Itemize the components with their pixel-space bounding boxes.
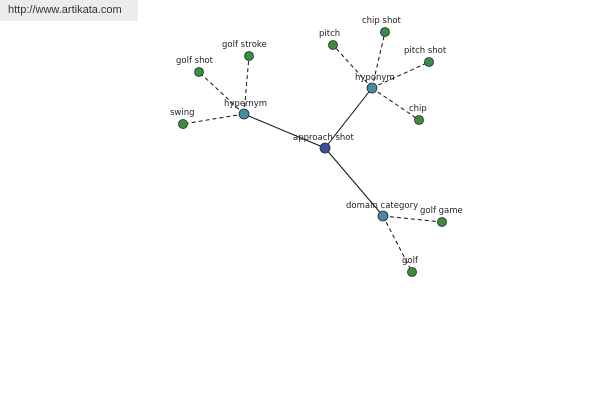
word-label-chip-shot: chip shot bbox=[362, 16, 402, 26]
nodes bbox=[178, 27, 447, 277]
word-label-golf: golf bbox=[402, 256, 419, 266]
word-label-golf-stroke: golf stroke bbox=[222, 40, 267, 50]
edge-center-hyponym bbox=[324, 87, 373, 149]
word-node-golf-game[interactable] bbox=[437, 217, 447, 227]
edge-hypernym-swing bbox=[182, 113, 245, 125]
edge-domain-category-golf bbox=[382, 215, 413, 273]
relation-node-hyponym[interactable] bbox=[366, 82, 378, 94]
edge-center-domain-category bbox=[324, 147, 384, 217]
center-node[interactable] bbox=[319, 142, 331, 154]
relation-node-hypernym[interactable] bbox=[238, 108, 250, 120]
word-node-chip-shot[interactable] bbox=[380, 27, 390, 37]
edges bbox=[182, 31, 443, 273]
word-node-golf-stroke[interactable] bbox=[244, 51, 254, 61]
edge-hyponym-pitch bbox=[332, 44, 373, 89]
labels: golf shot golf stroke swing hypernym pitch ch… bbox=[170, 16, 463, 266]
word-node-chip[interactable] bbox=[414, 115, 424, 125]
word-label-swing: swing bbox=[170, 108, 195, 118]
edge-hyponym-chip-shot bbox=[371, 31, 386, 89]
word-node-swing[interactable] bbox=[178, 119, 188, 129]
center-label: approach shot bbox=[293, 133, 354, 143]
relation-label-hyponym: hyponym bbox=[355, 73, 395, 83]
word-node-golf-shot[interactable] bbox=[194, 67, 204, 77]
edge-center-hypernym bbox=[243, 113, 326, 149]
word-label-pitch: pitch bbox=[319, 29, 340, 39]
relation-node-domain-category[interactable] bbox=[377, 210, 389, 222]
word-node-pitch[interactable] bbox=[328, 40, 338, 50]
word-label-chip: chip bbox=[409, 104, 427, 114]
word-label-golf-shot: golf shot bbox=[176, 56, 214, 66]
edge-hyponym-pitch-shot bbox=[371, 61, 430, 89]
word-node-pitch-shot[interactable] bbox=[424, 57, 434, 67]
edge-hypernym-golf-shot bbox=[198, 71, 245, 115]
source-url[interactable]: http://www.artikata.com bbox=[0, 0, 138, 21]
relation-label-hypernym: hypernym bbox=[224, 99, 267, 109]
word-label-pitch-shot: pitch shot bbox=[404, 46, 447, 56]
edge-domain-category-golf-game bbox=[382, 215, 443, 223]
word-label-golf-game: golf game bbox=[420, 206, 463, 216]
word-node-golf[interactable] bbox=[407, 267, 417, 277]
edge-hypernym-golf-stroke bbox=[243, 55, 250, 115]
edge-hyponym-chip bbox=[371, 87, 420, 121]
relation-label-domain-category: domain category bbox=[346, 201, 418, 211]
